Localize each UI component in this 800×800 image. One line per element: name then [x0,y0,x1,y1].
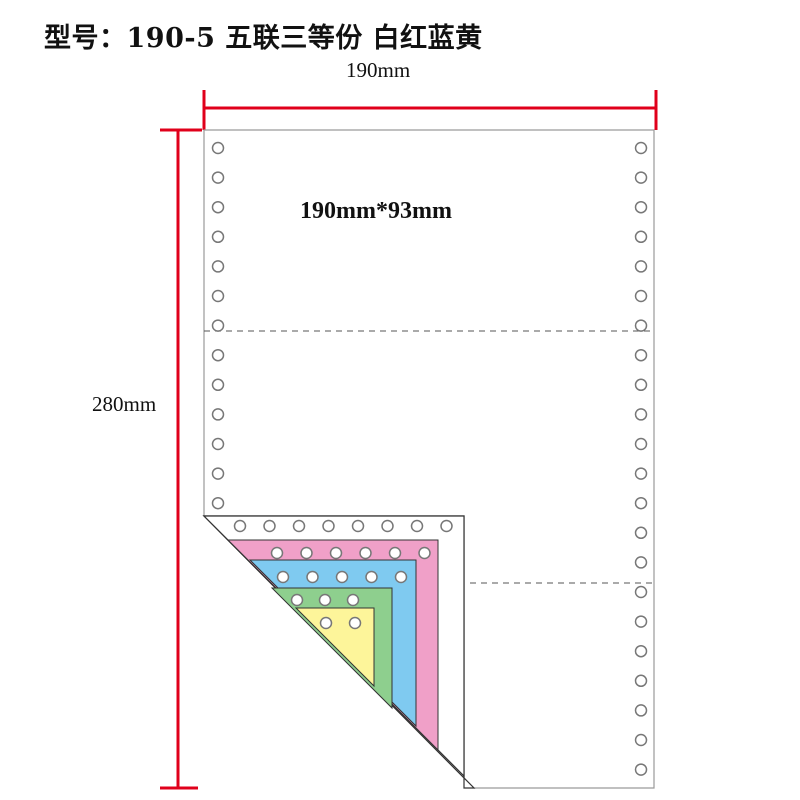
feed-hole [211,496,225,510]
height-dimension-label: 280mm [92,392,157,416]
feed-hole [634,615,648,628]
feed-hole [348,616,362,630]
right-feed-holes [634,141,648,776]
feed-hole [211,437,225,451]
feed-hole [634,644,648,658]
feed-hole [211,260,225,273]
feed-hole [292,519,306,533]
feed-hole [410,519,424,533]
feed-hole [634,467,648,480]
feed-hole [388,546,402,560]
left-feed-holes [211,141,225,510]
feed-hole [329,546,343,560]
feed-hole [634,674,648,688]
blue-ply-holes [276,570,408,584]
feed-hole [346,593,360,607]
feed-hole [634,260,648,273]
feed-hole [394,570,408,584]
feed-hole [359,546,372,560]
feed-hole [634,319,648,332]
feed-hole [322,519,335,533]
feed-hole [634,585,648,599]
width-dimension-line [202,90,658,130]
feed-hole [318,593,332,607]
feed-hole [634,556,648,569]
feed-hole [290,593,304,607]
feed-hole [365,570,378,584]
feed-hole [211,200,225,214]
yellow-ply [294,607,375,688]
feed-hole [634,141,648,155]
feed-hole [634,348,648,362]
width-dimension-label: 190mm [346,58,411,82]
feed-hole [634,289,648,303]
feed-hole [634,496,648,510]
feed-hole [634,526,648,540]
feed-hole [211,467,225,480]
product-title: 型号：190-5 五联三等份 白红蓝黄 [44,23,483,54]
feed-hole [211,319,225,332]
white-ply-holes [233,519,453,533]
feed-hole [634,763,648,776]
feed-hole [440,519,453,533]
feed-hole [634,704,648,717]
feed-hole [634,378,648,392]
feed-hole [634,171,648,184]
height-dimension-line [160,128,202,790]
feed-hole [634,200,648,214]
pink-ply-holes [270,546,431,560]
feed-hole [634,733,648,747]
feed-hole [381,519,394,533]
feed-hole [211,230,225,244]
feed-hole [300,546,313,560]
feed-hole [211,408,225,421]
feed-hole [270,546,284,560]
feed-hole [418,546,431,560]
feed-hole [233,519,247,533]
feed-hole [351,519,365,533]
green-ply-holes [290,593,360,607]
section-size-label: 190mm*93mm [300,198,452,224]
feed-hole [634,408,648,421]
feed-hole [306,570,319,584]
feed-hole [634,437,648,451]
feed-hole [211,378,225,392]
feed-hole [211,141,225,155]
feed-hole [211,171,225,184]
yellow-ply-holes [319,616,362,630]
feed-hole [211,348,225,362]
feed-hole [319,616,333,630]
feed-hole [276,570,290,584]
feed-hole [335,570,349,584]
feed-hole [634,230,648,244]
feed-hole [211,289,225,303]
feed-hole [263,519,276,533]
